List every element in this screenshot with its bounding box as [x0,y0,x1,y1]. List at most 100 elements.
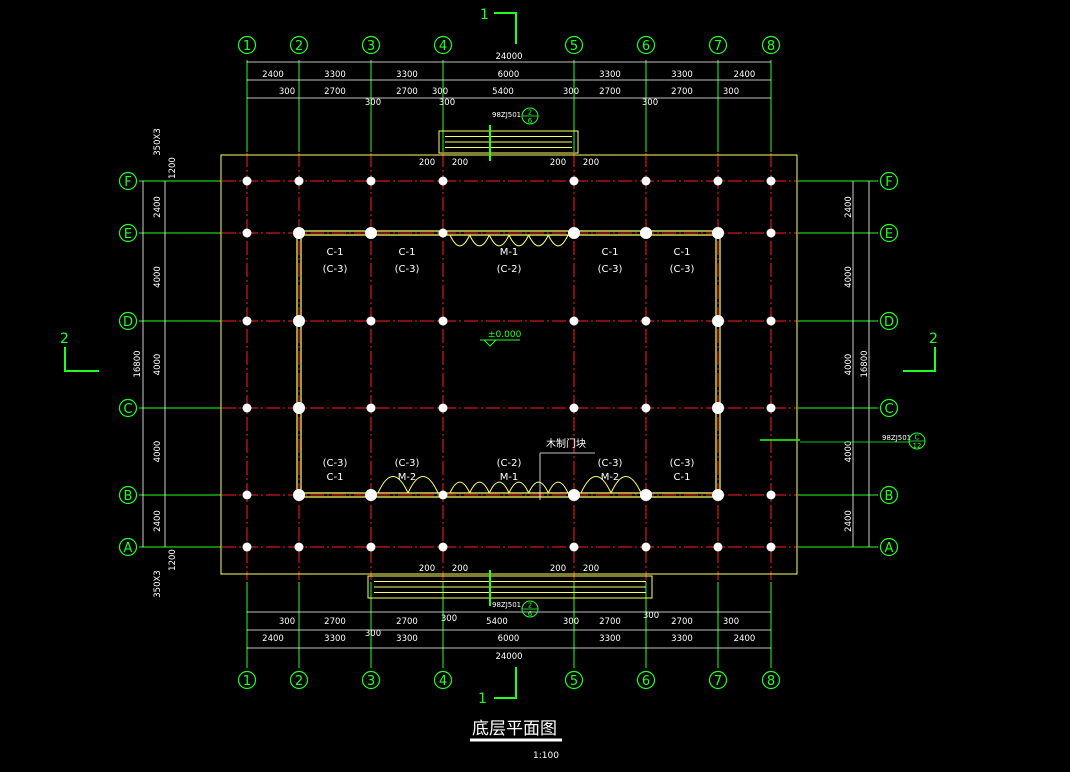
axis-bubble-bottom-7: 7 [714,674,722,689]
column [365,227,377,239]
floor-level-label: ±0.000 [488,330,522,340]
opening-sub-south: (C-3) [598,458,623,469]
opening-code-north: M-1 [500,247,519,258]
column [293,227,305,239]
section-mark-left [64,347,99,372]
detail-ref-bottom-den: 6 [528,610,533,618]
opening-sub-north: (C-3) [323,264,348,275]
axis-bubble-right-A: A [885,541,894,556]
dim-top-row1: 2400 [734,70,756,80]
column [438,228,448,238]
axis-bubble-bottom-4-circle [433,670,453,690]
dim-bottom-row2: 2700 [671,617,693,627]
axis-bubble-top-8: 8 [767,39,775,54]
dim-bottom-row1: 3300 [396,634,418,644]
axis-bubble-left-E: E [124,227,132,242]
opening-sub-south: (C-3) [323,458,348,469]
axis-bubble-top-4: 4 [439,39,447,54]
dim-stair-bottom: 200 [452,564,468,574]
column [712,315,724,327]
column [438,490,448,500]
dim-top-row2: 2700 [324,87,346,97]
detail-ref-top-num: 2 [528,109,532,117]
dim-bottom-row1: 3300 [324,634,346,644]
axis-bubble-left-C-circle [118,398,138,418]
dim-stair-top: 200 [419,158,435,168]
axis-bubble-right-E: E [885,227,893,242]
column [438,176,448,186]
column [641,176,651,186]
axis-bubble-bottom-8: 8 [767,674,775,689]
axis-grid-lines [139,60,878,668]
opening-sub-north: (C-3) [395,264,420,275]
dim-left: 2400 [153,196,163,218]
door-swings [377,234,642,494]
axis-bubble-top-2: 2 [295,39,303,54]
door-note-leader [539,452,595,500]
column [766,542,776,552]
dim-top-row2: 300 [432,87,448,97]
axis-bubble-top-1: 1 [243,39,251,54]
dim-stair-bottom: 200 [550,564,566,574]
axis-bubble-left-D: D [123,315,133,330]
axis-bubble-bottom-7-circle [708,670,728,690]
axis-bubble-bottom-1: 1 [243,674,251,689]
opening-sub-south: (C-3) [670,458,695,469]
dim-top-row2: 5400 [492,87,514,97]
column [766,228,776,238]
door-swing-south-center [469,481,490,494]
door-swing-north [449,234,471,247]
platform-edge [220,154,798,575]
dim-left-extra: 1200 [168,157,178,179]
dim-bottom-row2: 5400 [486,617,508,627]
stair-south [367,575,653,599]
dim-top-row2: 300 [563,87,579,97]
column [293,402,305,414]
dim-top-row1: 3300 [599,70,621,80]
dim-stair-top: 200 [583,158,599,168]
column [713,176,723,186]
column [766,490,776,500]
door-swing-south-center [449,481,471,494]
dim-top-row2: 2700 [396,87,418,97]
detail-ref-top-den: 6 [528,117,533,125]
dim-bottom-row2: 300 [365,629,381,639]
axis-bubble-left-A-circle [118,537,138,557]
dim-bottom-row1: 2400 [734,634,756,644]
dim-bottom-row2: 300 [643,611,659,621]
dim-bottom-row2: 300 [441,614,457,624]
axis-bubble-top-5: 5 [570,39,578,54]
axis-bubble-bottom-5: 5 [570,674,578,689]
opening-code-north: C-1 [674,247,691,258]
column [640,227,652,239]
column [712,227,724,239]
dim-top-row1: 2400 [262,70,284,80]
column [242,542,252,552]
opening-sub-north: (C-3) [670,264,695,275]
opening-labels: C-1(C-3)C-1(C-3)M-1(C-2)C-1(C-3)C-1(C-3)… [323,247,695,483]
dim-stair-bottom: 200 [583,564,599,574]
section-mark-right [903,347,936,372]
section-mark-bottom-label: 1 [478,691,487,707]
column [569,176,579,186]
axis-bubble-left-F-circle [118,171,138,191]
dim-left-extra: 350X3 [153,128,163,155]
door-swing-south-center [528,481,549,494]
opening-code-south: M-1 [500,472,519,483]
dim-top-row2: 300 [642,98,658,108]
axis-bubble-top-7: 7 [714,39,722,54]
axis-bubble-bottom-4: 4 [439,674,447,689]
dim-top-row2: 2700 [671,87,693,97]
platform-outline [220,154,798,575]
axis-bubble-top-7-circle [708,35,728,55]
axis-bubble-bottom-2: 2 [295,674,303,689]
dim-top-row2: 300 [723,87,739,97]
dim-bottom-row2: 2700 [396,617,418,627]
opening-sub-south: (C-3) [395,458,420,469]
dim-bottom-row2: 300 [563,617,579,627]
opening-sub-north: (C-3) [598,264,623,275]
dim-right: 2400 [844,510,854,532]
detail-ref-bottom-code: 98ZJ501 [492,601,521,609]
